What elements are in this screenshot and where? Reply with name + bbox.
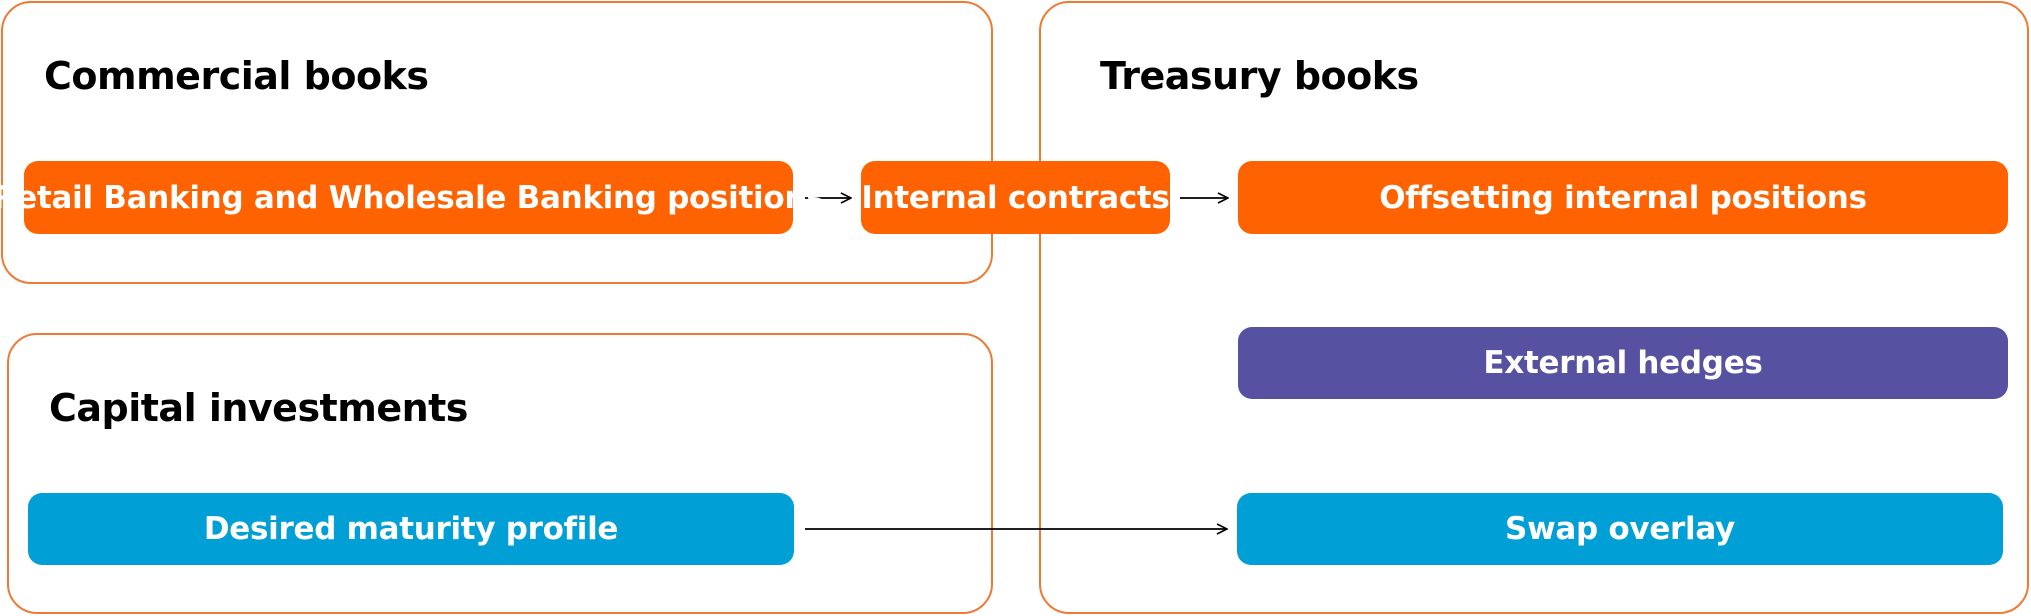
swap-overlay-box: Swap overlay bbox=[1237, 493, 2003, 565]
retail-wholesale-positions-box: Retail Banking and Wholesale Banking pos… bbox=[0, 161, 825, 234]
capital-investments-panel bbox=[7, 333, 993, 614]
offsetting-internal-positions-box: Offsetting internal positions bbox=[1238, 161, 2008, 234]
commercial-books-title: Commercial books bbox=[44, 54, 429, 98]
capital-investments-title: Capital investments bbox=[49, 386, 468, 430]
commercial-books-panel bbox=[1, 1, 993, 284]
external-hedges-box: External hedges bbox=[1238, 327, 2008, 399]
internal-contracts-box: Internal contracts bbox=[861, 161, 1170, 234]
treasury-books-panel bbox=[1039, 1, 2029, 614]
desired-maturity-profile-box: Desired maturity profile bbox=[28, 493, 794, 565]
treasury-books-title: Treasury books bbox=[1100, 54, 1419, 98]
